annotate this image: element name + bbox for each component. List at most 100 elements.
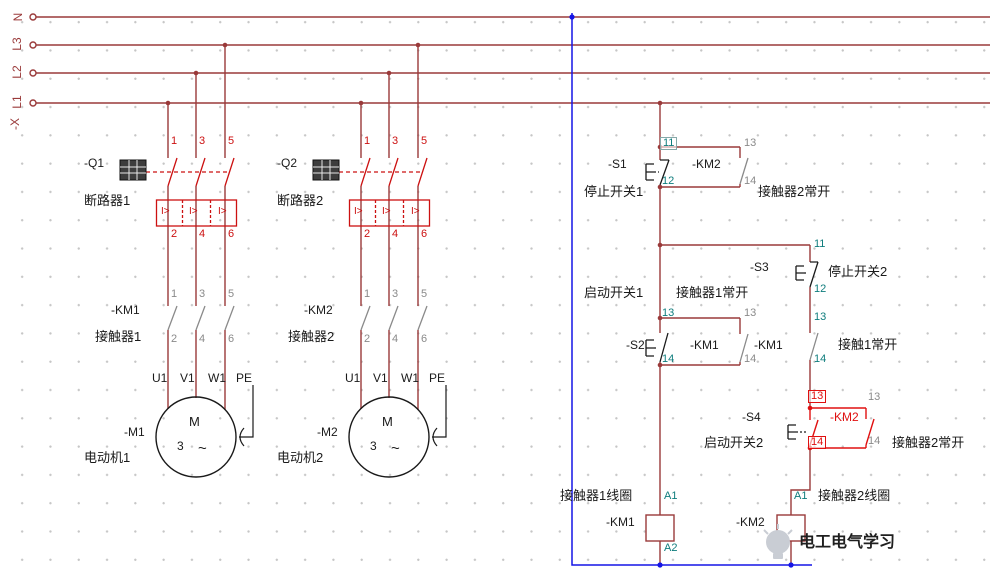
terminal-label: 1 xyxy=(364,135,371,147)
terminal-label: 14 xyxy=(744,353,757,365)
motor-phases: 3 xyxy=(370,439,377,453)
terminal-label: 13 xyxy=(868,391,881,403)
ac-symbol: ~ xyxy=(198,440,207,457)
terminal-label: 13 xyxy=(814,311,827,323)
terminal-label: 11 xyxy=(660,137,678,150)
motor-terminal-label: U1 xyxy=(345,371,361,385)
terminal-label: 3 xyxy=(199,288,206,300)
motor-1-symbol xyxy=(155,396,237,478)
pe-wire-2 xyxy=(432,385,447,447)
motor-terminal-label: PE xyxy=(236,371,253,385)
start-switch-1-symbol xyxy=(645,332,669,363)
terminal-label: 6 xyxy=(421,228,428,240)
trip-symbol: I> xyxy=(161,206,170,217)
terminal-label: 14 xyxy=(868,435,881,447)
motor-terminal-label: W1 xyxy=(208,371,226,385)
trip-symbol: I> xyxy=(218,206,227,217)
contactor-1-aux-contacts xyxy=(739,332,819,363)
rail-label-l3: L3 xyxy=(10,37,24,51)
km2-aux-hold-tag: -KM2 xyxy=(830,410,859,424)
terminal-label: 4 xyxy=(392,333,399,345)
start-switch-1-name: 启动开关1 xyxy=(584,285,644,300)
contactor-2-tag: -KM2 xyxy=(304,303,333,317)
terminal-label: 5 xyxy=(228,135,235,147)
trip-symbol: I> xyxy=(382,206,391,217)
terminal-label: 14 xyxy=(662,353,675,365)
motor-terminal-label: W1 xyxy=(401,371,419,385)
km1-aux-seq-tag: -KM1 xyxy=(754,338,783,352)
km1-aux-seq-name: 接触1常开 xyxy=(838,337,898,352)
terminal-label: 2 xyxy=(171,228,178,240)
breaker-2-tag: -Q2 xyxy=(277,156,298,170)
terminal-label: 6 xyxy=(228,333,235,345)
pe-wire-1 xyxy=(239,385,254,447)
terminal-label: 12 xyxy=(662,175,675,187)
power-rails xyxy=(29,13,990,107)
stop-switch-1-name: 停止开关1 xyxy=(584,184,644,199)
motor-2-tag: -M2 xyxy=(317,425,338,439)
terminal-label: 3 xyxy=(392,288,399,300)
motor-2-name: 电动机2 xyxy=(277,450,324,465)
terminal-label: 6 xyxy=(228,228,235,240)
terminal-strip-label: -X xyxy=(8,118,22,130)
motor-1-name: 电动机1 xyxy=(84,450,131,465)
terminal-label: A2 xyxy=(664,542,678,554)
rail-label-n: N xyxy=(11,12,25,22)
km1-aux-hold-tag: -KM1 xyxy=(690,338,719,352)
breaker-2-name: 断路器2 xyxy=(277,193,324,208)
start-switch-2-tag: -S4 xyxy=(742,410,761,424)
km1-aux-hold-name: 接触器1常开 xyxy=(676,285,749,300)
terminal-label: 11 xyxy=(814,238,826,250)
stop-switch-2-tag: -S3 xyxy=(750,260,769,274)
km2-coil-tag: -KM2 xyxy=(736,515,765,529)
rail-label-l2: L2 xyxy=(10,65,24,79)
breaker-1-name: 断路器1 xyxy=(84,193,131,208)
terminal-label: 14 xyxy=(744,175,757,187)
terminal-label: 13 xyxy=(662,307,675,319)
stop-switch-1-symbol xyxy=(645,159,670,186)
contactor-1-tag: -KM1 xyxy=(111,303,140,317)
contactor-2-main-contacts xyxy=(360,305,428,331)
terminal-label: 3 xyxy=(199,135,206,147)
breaker-2-symbol xyxy=(339,157,431,227)
terminal-label: 4 xyxy=(392,228,399,240)
terminal-label-highlighted: 14 xyxy=(808,436,827,449)
terminal-label: 3 xyxy=(392,135,399,147)
terminal-label: 2 xyxy=(364,333,371,345)
terminal-label: 5 xyxy=(421,135,428,147)
motor-letter: M xyxy=(382,414,393,429)
contactor-2-aux-contact-top xyxy=(739,157,749,185)
km1-coil-tag: -KM1 xyxy=(606,515,635,529)
terminal-label: 12 xyxy=(814,283,827,295)
motor-terminal-label: V1 xyxy=(180,371,195,385)
control-circuit-wires xyxy=(659,103,811,565)
terminal-label: 13 xyxy=(744,137,757,149)
terminal-label: A1 xyxy=(794,490,808,502)
km1-coil-name: 接触器1线圈 xyxy=(560,488,633,503)
terminal-label-highlighted: 13 xyxy=(808,390,827,403)
km2-aux-top-name: 接触器2常开 xyxy=(758,184,831,199)
breaker-2-mechanism-icon xyxy=(312,159,340,181)
motor-letter: M xyxy=(189,414,200,429)
ac-symbol: ~ xyxy=(391,440,400,457)
motor-2-symbol xyxy=(348,396,430,478)
motor-circuit-1-wires xyxy=(167,45,226,410)
stop-switch-1-tag: -S1 xyxy=(608,157,627,171)
motor-terminal-label: V1 xyxy=(373,371,388,385)
breaker-1-symbol xyxy=(146,157,238,227)
km2-aux-top-tag: -KM2 xyxy=(692,157,721,171)
motor-phases: 3 xyxy=(177,439,184,453)
terminal-label: 14 xyxy=(814,353,827,365)
breaker-1-tag: -Q1 xyxy=(84,156,105,170)
start-switch-2-actuator xyxy=(787,424,806,440)
terminal-label: 4 xyxy=(199,228,206,240)
terminal-label: A1 xyxy=(664,490,678,502)
terminal-label: 5 xyxy=(421,288,428,300)
terminal-label: 4 xyxy=(199,333,206,345)
contactor-2-name: 接触器2 xyxy=(288,329,335,344)
terminal-label: 1 xyxy=(364,288,371,300)
rail-label-l1: L1 xyxy=(10,95,24,109)
terminal-label: 1 xyxy=(171,288,178,300)
